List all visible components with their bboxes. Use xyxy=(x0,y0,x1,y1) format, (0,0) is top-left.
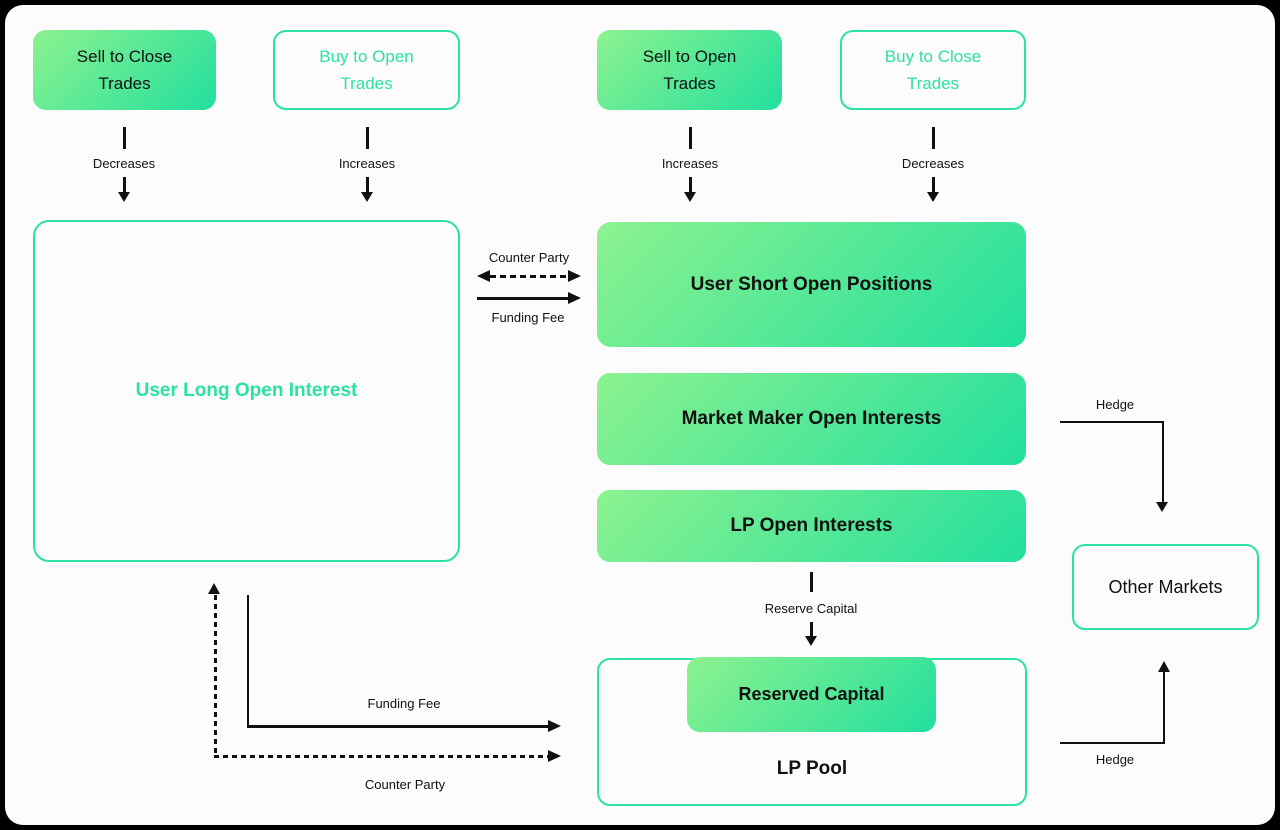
node-market-maker-open-interests: Market Maker Open Interests xyxy=(597,373,1026,465)
node-label: Buy to Open Trades xyxy=(319,46,414,93)
connector-line xyxy=(932,127,935,149)
node-label: Market Maker Open Interests xyxy=(681,408,942,429)
node-reserved-capital: Reserved Capital xyxy=(687,657,936,732)
connector-label-reserve-capital: Reserve Capital xyxy=(764,601,858,616)
connector-line xyxy=(689,127,692,149)
arrowhead-up-icon xyxy=(1157,661,1170,672)
node-label: Sell to Close Trades xyxy=(76,46,173,93)
node-other-markets: Other Markets xyxy=(1072,544,1259,630)
arrowhead-down-icon xyxy=(117,192,130,202)
solid-line xyxy=(1161,420,1164,504)
node-user-short-open-positions: User Short Open Positions xyxy=(597,222,1026,347)
node-label: Reserved Capital xyxy=(738,684,885,704)
edge-label-funding-fee-bottom: Funding Fee xyxy=(367,696,441,711)
node-label: Other Markets xyxy=(1108,576,1223,597)
arrowhead-down-icon xyxy=(360,192,373,202)
arrowhead-left-icon xyxy=(477,269,490,282)
node-sell-to-open-trades: Sell to Open Trades xyxy=(597,30,782,110)
solid-line xyxy=(1162,672,1165,744)
node-buy-to-close-trades: Buy to Close Trades xyxy=(840,30,1026,110)
solid-line xyxy=(246,725,550,728)
arrowhead-down-icon xyxy=(804,636,817,646)
node-label: User Short Open Positions xyxy=(690,273,933,295)
connector-line xyxy=(932,177,935,193)
connector-label-increases: Increases xyxy=(338,156,396,171)
arrowhead-right-icon xyxy=(568,269,581,282)
edge-label-counter-party: Counter Party xyxy=(488,250,570,265)
arrowhead-up-icon xyxy=(208,583,220,594)
connector-line xyxy=(366,177,369,193)
node-lp-open-interests: LP Open Interests xyxy=(597,490,1026,562)
dashed-line xyxy=(490,274,569,278)
arrowhead-right-icon xyxy=(548,749,561,762)
connector-line xyxy=(123,177,126,193)
edge-label-counter-party-bottom: Counter Party xyxy=(364,777,446,792)
connector-label-decreases: Decreases xyxy=(92,156,156,171)
node-buy-to-open-trades: Buy to Open Trades xyxy=(273,30,460,110)
node-label: User Long Open Interest xyxy=(135,380,358,401)
node-label: LP Open Interests xyxy=(730,515,893,536)
connector-line xyxy=(810,572,813,592)
connector-label-increases: Increases xyxy=(661,156,719,171)
dashed-line xyxy=(213,754,549,758)
connector-label-decreases: Decreases xyxy=(901,156,965,171)
node-label: Sell to Open Trades xyxy=(642,46,737,93)
edge-label-hedge-top: Hedge xyxy=(1095,397,1135,412)
arrowhead-down-icon xyxy=(1156,502,1168,512)
solid-line xyxy=(246,595,249,728)
arrowhead-down-icon xyxy=(683,192,696,202)
solid-line xyxy=(1060,741,1165,744)
solid-line xyxy=(477,297,569,300)
arrowhead-right-icon xyxy=(548,719,561,732)
connector-line xyxy=(689,177,692,193)
node-sell-to-close-trades: Sell to Close Trades xyxy=(33,30,216,110)
node-label: LP Pool xyxy=(776,758,848,779)
edge-label-funding-fee: Funding Fee xyxy=(491,310,565,325)
dashed-line xyxy=(213,595,217,756)
node-label: Buy to Close Trades xyxy=(884,46,982,93)
edge-label-hedge-bottom: Hedge xyxy=(1095,752,1135,767)
arrowhead-down-icon xyxy=(926,192,939,202)
connector-line xyxy=(810,622,813,637)
connector-line xyxy=(123,127,126,149)
node-user-long-open-interest: User Long Open Interest xyxy=(33,220,460,562)
connector-line xyxy=(366,127,369,149)
solid-line xyxy=(1060,420,1164,423)
arrowhead-right-icon xyxy=(568,292,581,304)
